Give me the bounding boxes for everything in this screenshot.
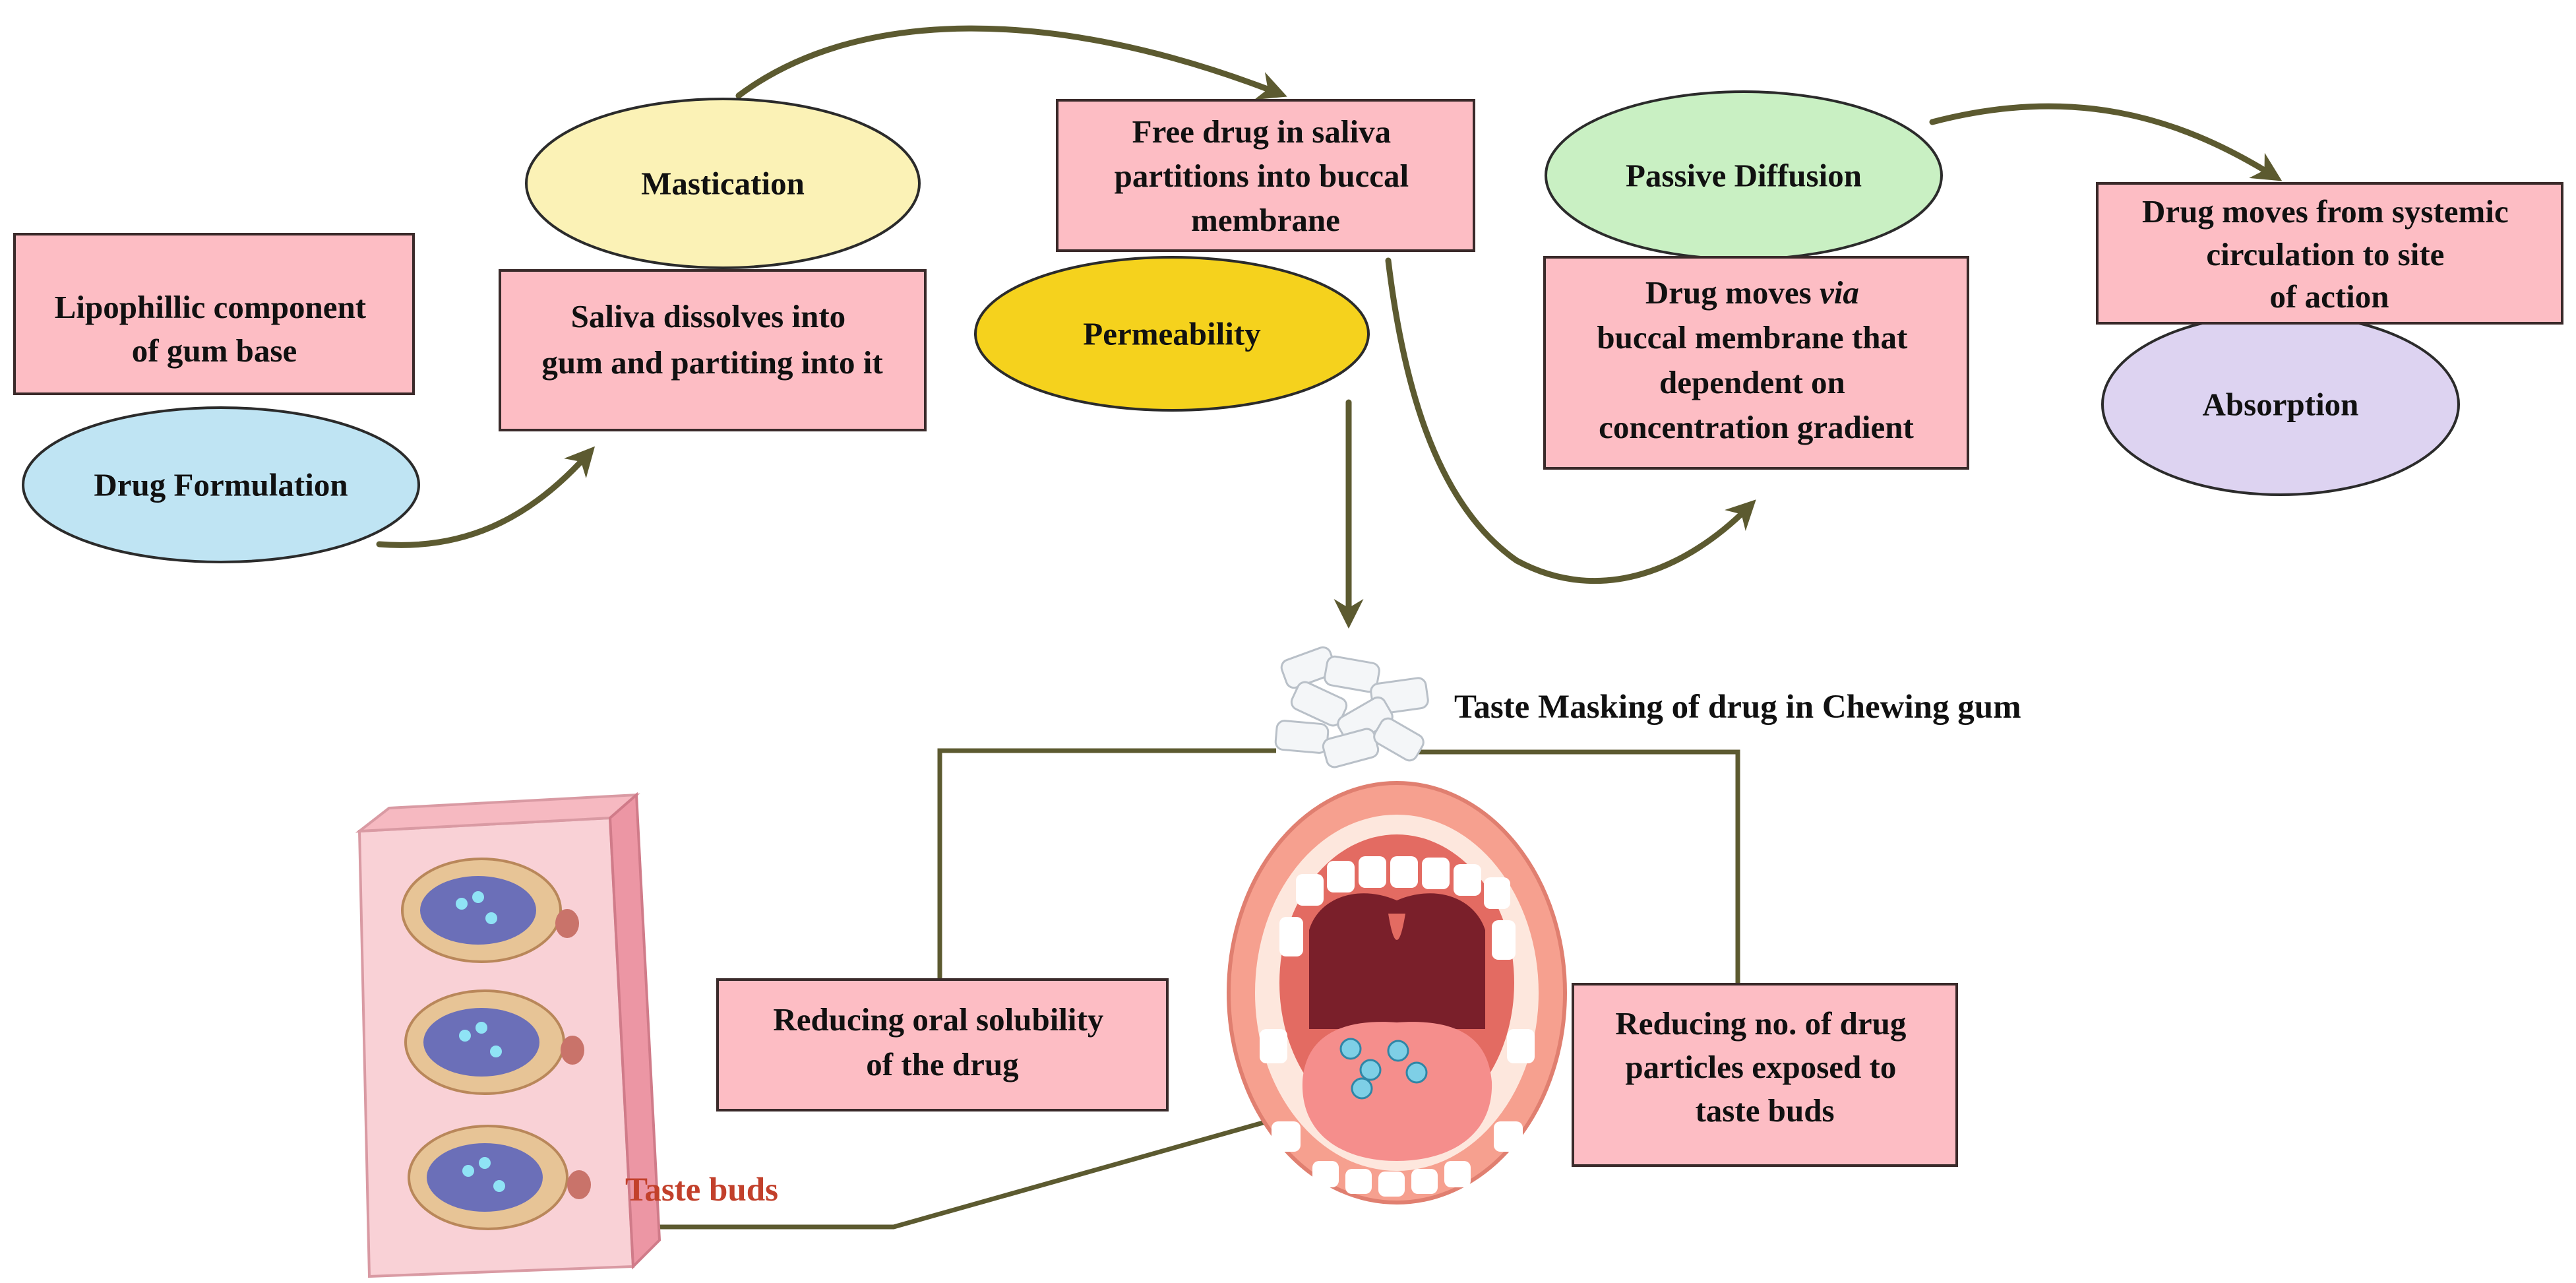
node-mastication: Mastication — [525, 98, 921, 269]
svg-text:Saliva dissolves into gu: Saliva dissolves into gum and partiting … — [541, 298, 883, 381]
bracket-left — [937, 748, 1276, 986]
taste-bud-tissue-illustration — [355, 792, 661, 1278]
node-label: Permeability — [1083, 316, 1261, 352]
svg-text:Drug moves from systemic: Drug moves from systemic circulation to … — [2142, 193, 2517, 315]
arrow-formulation-to-saliva — [376, 446, 596, 548]
box-saliva-dissolves: Saliva dissolves into gum and partiting … — [499, 269, 927, 431]
box-free-drug: Free drug in saliva partitions into bucc… — [1056, 99, 1475, 252]
node-label: Mastication — [641, 166, 805, 202]
svg-text:Reducing oral solubility: Reducing oral solubility of the drug — [773, 1001, 1111, 1082]
node-label: Absorption — [2203, 387, 2359, 423]
svg-text:Drug moves via buccal me: Drug moves via buccal membrane that depe… — [1597, 274, 1915, 445]
svg-text:Lipophillic component of: Lipophillic component of gum base — [55, 289, 375, 369]
svg-text:Free drug in saliva part: Free drug in saliva partitions into bucc… — [1115, 113, 1417, 238]
box-reducing-solubility: Reducing oral solubility of the drug — [716, 978, 1169, 1111]
box-reducing-particles: Reducing no. of drug particles exposed t… — [1572, 983, 1958, 1167]
open-mouth-illustration — [1227, 781, 1567, 1205]
node-label: Drug Formulation — [94, 467, 348, 503]
taste-buds-pointer — [633, 1104, 1320, 1230]
bracket-right — [1405, 749, 1740, 986]
box-drug-moves-via: Drug moves via buccal membrane that depe… — [1543, 256, 1969, 470]
arrow-free-drug-to-diffusion — [1385, 257, 1756, 584]
box-systemic-circulation: Drug moves from systemic circulation to … — [2096, 182, 2563, 325]
node-label: Passive Diffusion — [1626, 158, 1862, 194]
box-lipophilic: Lipophillic component of gum base — [13, 233, 415, 395]
svg-text:Reducing no. of drug par: Reducing no. of drug particles exposed t… — [1615, 1005, 1914, 1129]
arrow-diffusion-to-systemic — [1929, 103, 2283, 181]
node-passive-diffusion: Passive Diffusion — [1545, 90, 1943, 261]
chewing-gum-pieces-icon — [1274, 646, 1429, 768]
node-drug-formulation: Drug Formulation — [22, 406, 420, 563]
taste-buds-label: Taste buds — [625, 1172, 778, 1208]
arrow-mastication-to-free-drug — [735, 25, 1287, 100]
taste-masking-label: Taste Masking of drug in Chewing gum — [1454, 689, 2021, 726]
node-absorption: Absorption — [2101, 313, 2460, 496]
node-permeability: Permeability — [974, 256, 1370, 412]
